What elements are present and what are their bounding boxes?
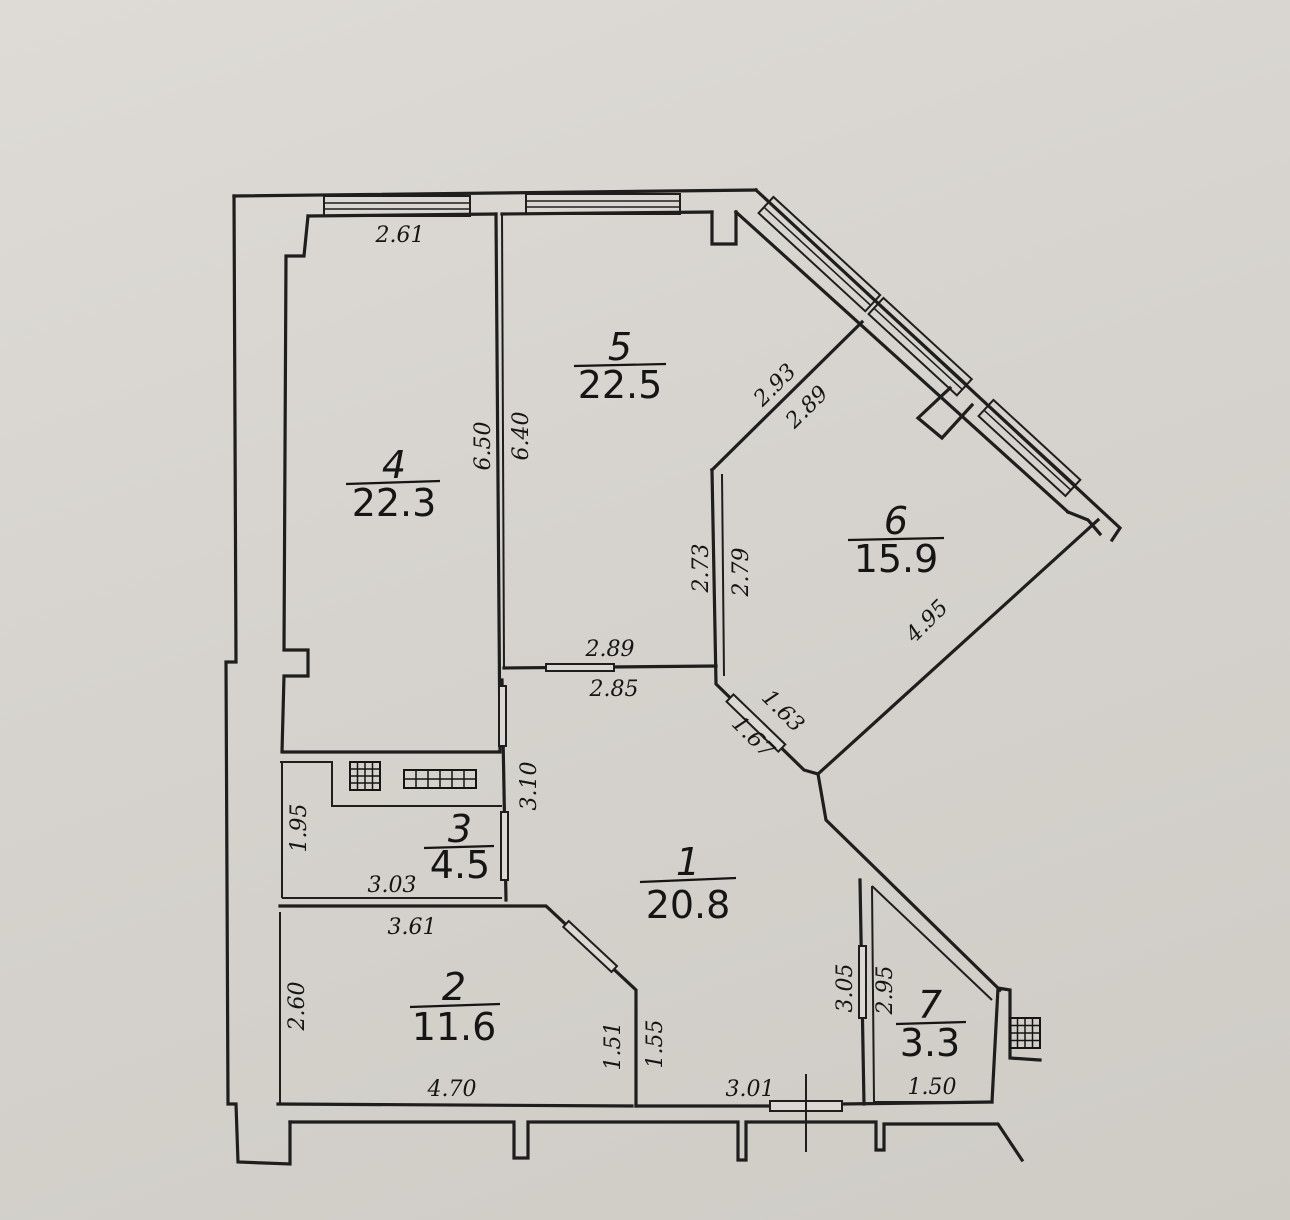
room-label-6: 6 15.9 xyxy=(847,499,945,581)
room-area: 22.3 xyxy=(352,481,437,525)
room-label-7: 7 3.3 xyxy=(895,983,967,1065)
dimension-label: 3.05 xyxy=(833,964,858,1013)
dimension-label: 2.73 xyxy=(689,544,714,594)
dimension-label: 4.70 xyxy=(427,1077,477,1102)
room-area: 22.5 xyxy=(578,363,663,407)
dimension-label: 6.40 xyxy=(509,412,534,461)
dimension-label: 1.95 xyxy=(287,804,312,853)
room-number: 1 xyxy=(676,840,700,884)
ventilation-grid-icon xyxy=(349,761,381,791)
room-number: 6 xyxy=(884,499,908,543)
dimension-label: 1.51 xyxy=(601,1022,626,1071)
room-area: 4.5 xyxy=(430,843,490,887)
outer-walls xyxy=(224,187,1123,1166)
doors xyxy=(498,663,867,1152)
dimension-label: 3.01 xyxy=(726,1077,775,1102)
window-diagonal-2 xyxy=(867,296,974,397)
room-number: 2 xyxy=(442,965,466,1009)
dimension-label: 2.89 xyxy=(585,637,635,662)
room-area: 15.9 xyxy=(854,537,939,581)
room-number: 7 xyxy=(918,983,942,1027)
windows xyxy=(323,193,1082,498)
door-room-7 xyxy=(858,945,867,1019)
room-label-5: 5 22.5 xyxy=(573,325,667,407)
dimension-label: 6.50 xyxy=(471,422,496,471)
dimension-label: 2.60 xyxy=(285,982,310,1032)
dimension-label: 2.85 xyxy=(589,677,639,702)
door-room-6 xyxy=(725,692,787,754)
dimension-label: 1.67 xyxy=(726,711,778,763)
dimension-label: 1.50 xyxy=(908,1075,957,1100)
room-label-2: 2 11.6 xyxy=(409,965,501,1049)
room-area: 11.6 xyxy=(412,1005,497,1049)
door-room-3 xyxy=(500,811,509,881)
door-room-2 xyxy=(561,919,619,974)
window-room-5 xyxy=(525,193,681,215)
room-number: 4 xyxy=(382,443,406,487)
dimension-label: 3.03 xyxy=(368,873,417,898)
stove-burners-icon xyxy=(403,769,477,789)
room-number: 3 xyxy=(448,807,472,851)
room-area: 3.3 xyxy=(900,1021,960,1065)
room-area: 20.8 xyxy=(646,883,731,927)
room-label-4: 4 22.3 xyxy=(345,443,441,525)
ventilation-grid-icon-2 xyxy=(1009,1017,1041,1049)
dimension-label: 3.61 xyxy=(388,915,437,940)
window-room-4 xyxy=(323,195,471,217)
entrance-door xyxy=(769,1074,843,1152)
dimension-label: 2.95 xyxy=(873,966,898,1016)
door-room-5 xyxy=(545,663,615,672)
dimension-label: 3.10 xyxy=(517,762,542,811)
door-room-4 xyxy=(498,685,507,747)
dimension-label: 2.79 xyxy=(729,548,754,598)
room-label-1: 1 20.8 xyxy=(639,840,737,927)
dimension-label: 2.61 xyxy=(375,223,425,248)
room-number: 5 xyxy=(608,325,632,369)
room-label-3: 3 4.5 xyxy=(423,807,495,887)
dimension-label: 4.95 xyxy=(901,595,954,648)
dimension-label: 1.55 xyxy=(643,1020,668,1069)
window-diagonal-3 xyxy=(977,398,1082,498)
window-diagonal-1 xyxy=(757,195,882,313)
